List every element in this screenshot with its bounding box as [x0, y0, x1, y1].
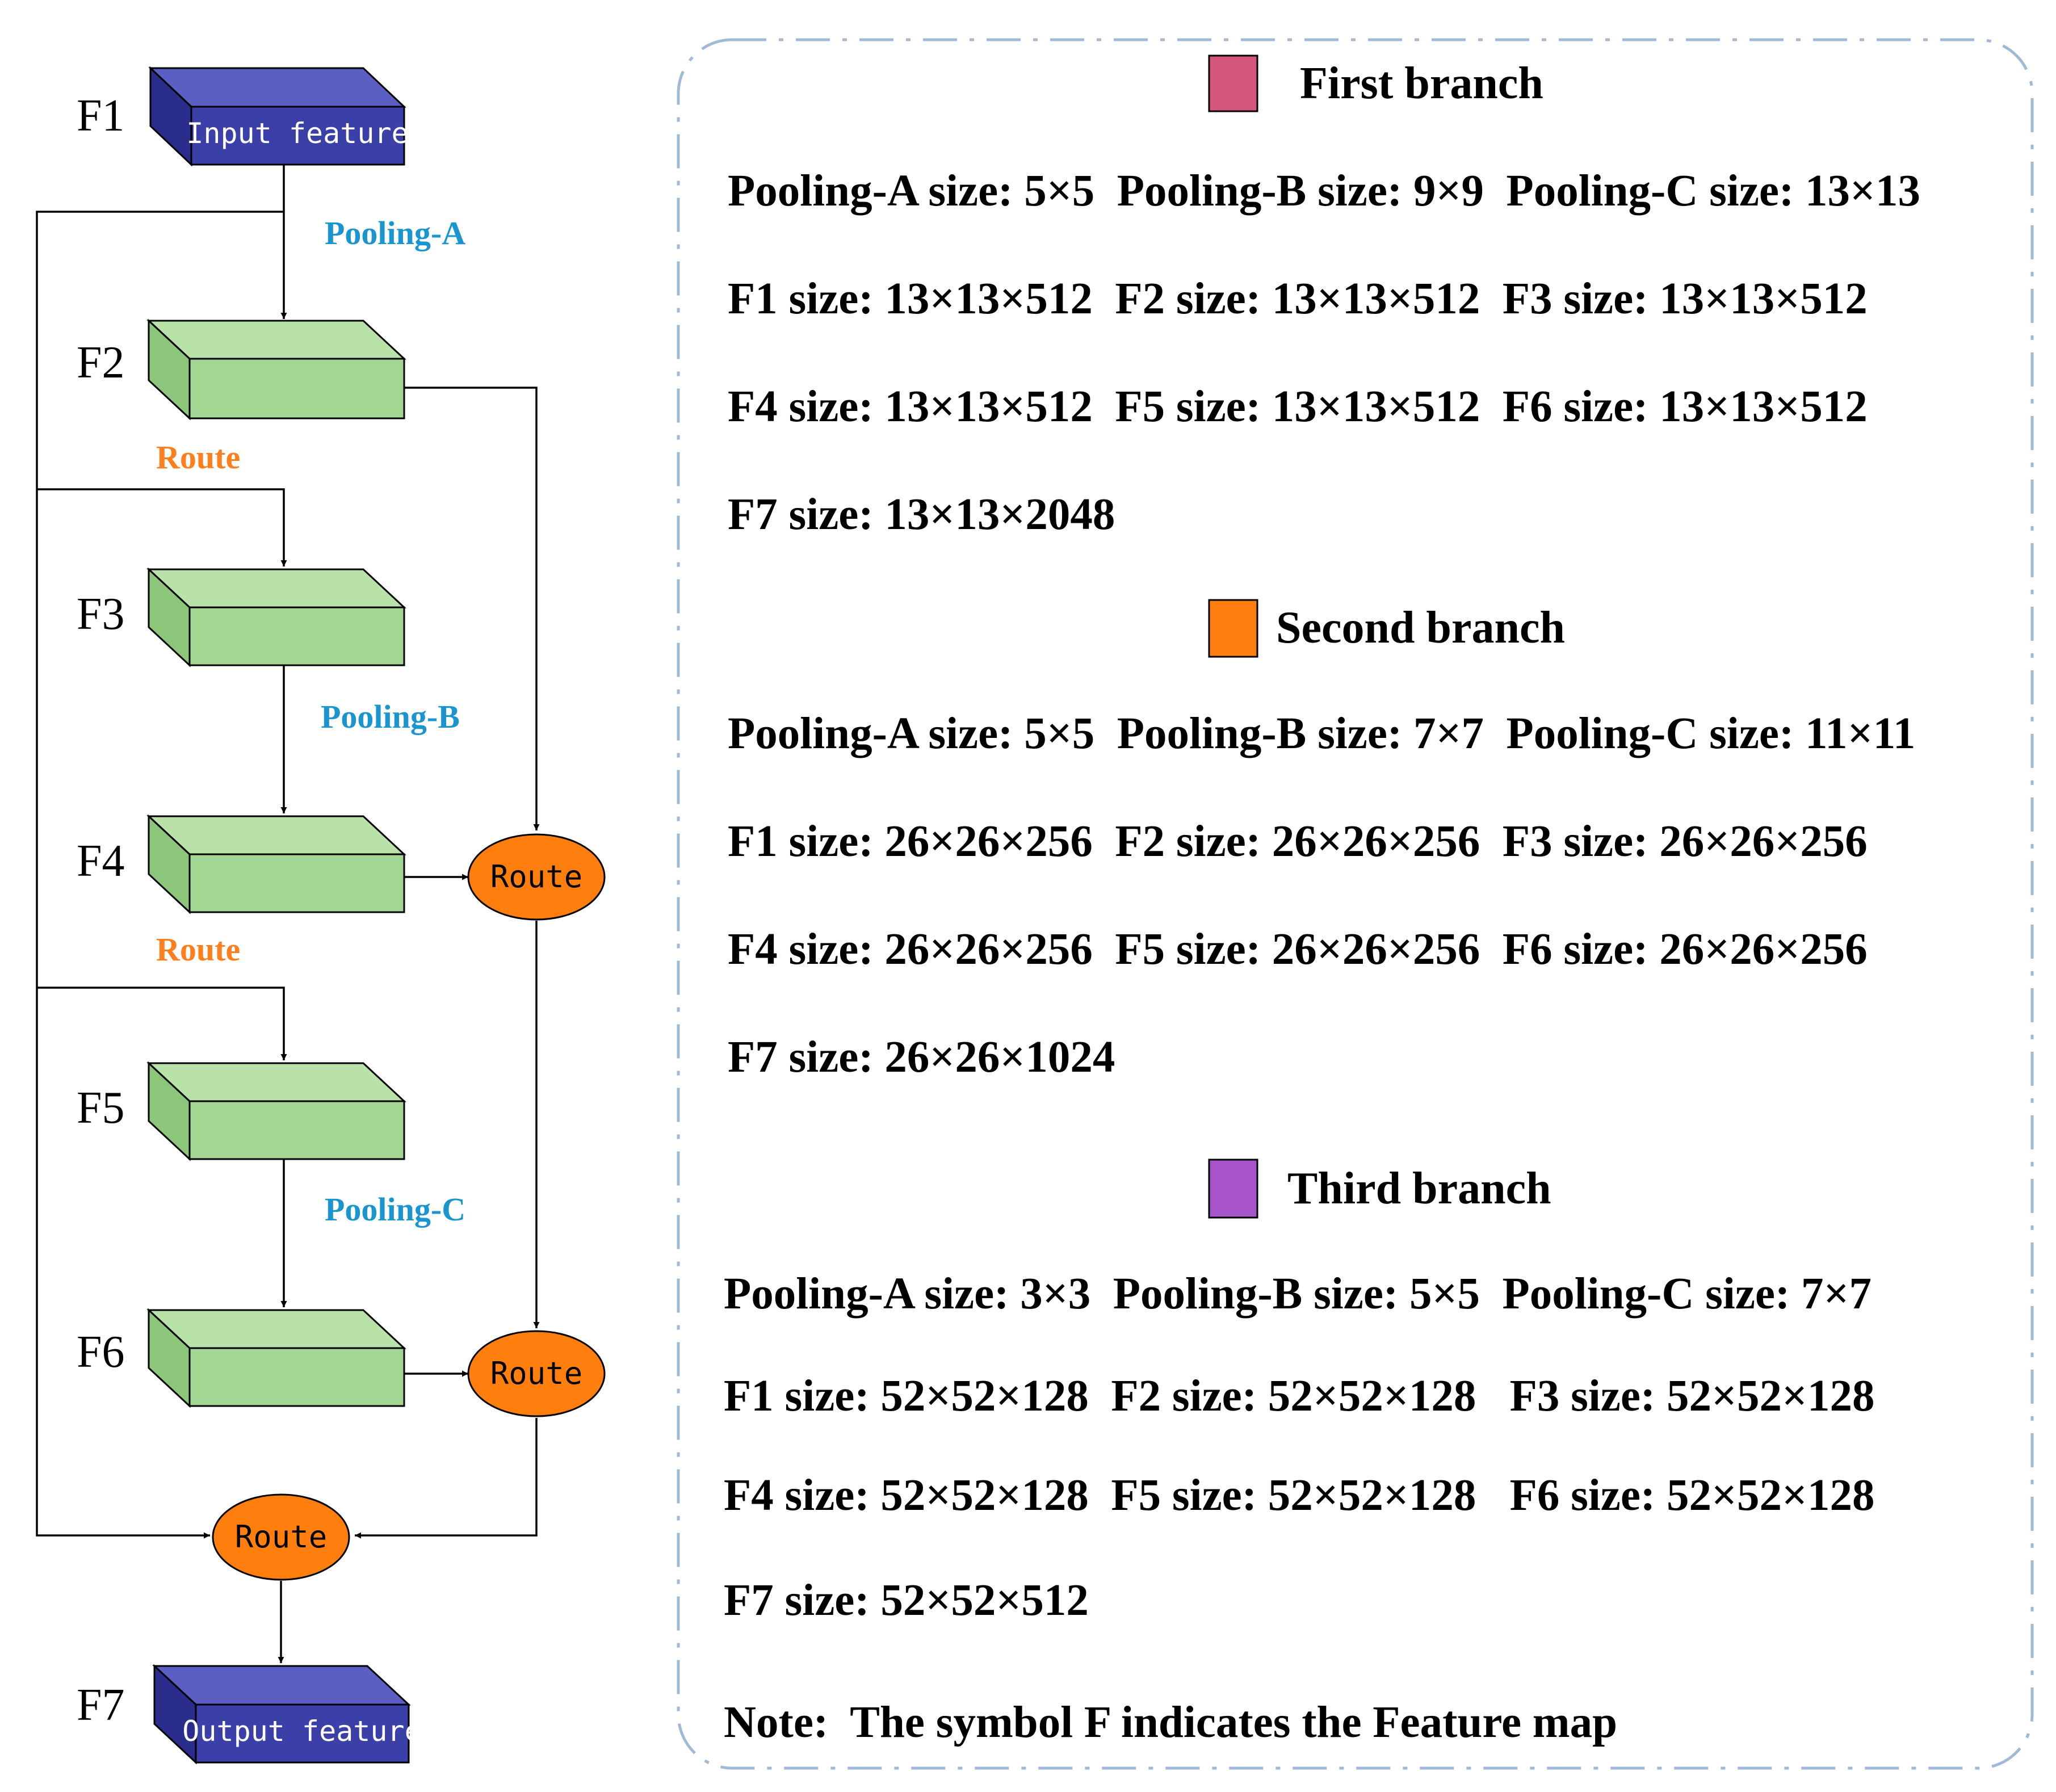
route-node-1-label: Route — [490, 859, 583, 895]
second-branch-f1-f3-sizes: F1 size: 26×26×256 F2 size: 26×26×256 F3… — [728, 817, 1868, 866]
route-node-2-label: Route — [490, 1355, 583, 1391]
second-branch-swatch — [1208, 599, 1258, 658]
label-f5: F5 — [77, 1083, 125, 1133]
label-f7: F7 — [77, 1680, 125, 1730]
second-branch-title: Second branch — [1276, 603, 1565, 653]
route-node-final-label: Route — [235, 1519, 328, 1555]
arrow-route-to-f3 — [37, 488, 287, 566]
route-label-1: Route — [156, 439, 240, 476]
third-branch-title: Third branch — [1287, 1164, 1551, 1214]
panel-border — [677, 38, 2034, 1770]
pooling-a-label: Pooling-A — [325, 215, 465, 251]
first-branch-f4-f6-sizes: F4 size: 13×13×512 F5 size: 13×13×512 F6… — [728, 382, 1868, 431]
output-feature-box: Output feature — [152, 1664, 422, 1765]
input-feature-label: Input feature — [186, 117, 408, 150]
third-branch-f7-size: F7 size: 52×52×512 — [724, 1576, 1089, 1625]
pooling-b-label: Pooling-B — [321, 698, 460, 735]
pooling-c-label: Pooling-C — [325, 1191, 465, 1228]
first-branch-swatch — [1208, 54, 1258, 112]
third-branch-pooling-sizes: Pooling-A size: 3×3 Pooling-B size: 5×5 … — [724, 1269, 1872, 1319]
label-f4: F4 — [77, 836, 125, 886]
connector-lines — [36, 165, 540, 1663]
second-branch-pooling-sizes: Pooling-A size: 5×5 Pooling-B size: 7×7 … — [728, 709, 1915, 758]
first-branch-title: First branch — [1300, 58, 1543, 108]
route-node-final: Route — [212, 1493, 350, 1581]
second-branch-f7-size: F7 size: 26×26×1024 — [728, 1033, 1115, 1082]
route-node-1: Route — [467, 833, 606, 921]
feature-map-note: Note: The symbol F indicates the Feature… — [724, 1698, 1617, 1747]
first-branch-f7-size: F7 size: 13×13×2048 — [728, 490, 1115, 539]
arrow-route-to-f5 — [37, 987, 287, 1060]
feature-box-f2 — [146, 318, 406, 421]
skip-line-f1-to-final-route — [36, 211, 284, 1539]
output-feature-label: Output feature — [182, 1715, 421, 1748]
arrow-route2-to-final-route — [355, 1418, 538, 1539]
label-f6: F6 — [77, 1327, 125, 1377]
input-feature-box: Input feature — [148, 66, 409, 167]
label-f3: F3 — [77, 589, 125, 639]
feature-box-f3 — [146, 567, 406, 668]
info-panel: First branch Pooling-A size: 5×5 Pooling… — [677, 38, 2034, 1770]
arrow-f2-to-route1 — [403, 387, 540, 830]
label-f2: F2 — [77, 338, 125, 388]
label-f1: F1 — [77, 91, 125, 141]
third-branch-f4-f6-sizes: F4 size: 52×52×128 F5 size: 52×52×128 F6… — [724, 1471, 1875, 1520]
second-branch-f4-f6-sizes: F4 size: 26×26×256 F5 size: 26×26×256 F6… — [728, 925, 1868, 974]
flow-diagram: Input feature — [36, 66, 606, 1765]
third-branch-swatch — [1208, 1159, 1258, 1219]
first-branch-pooling-sizes: Pooling-A size: 5×5 Pooling-B size: 9×9 … — [728, 166, 1920, 216]
third-branch-f1-f3-sizes: F1 size: 52×52×128 F2 size: 52×52×128 F3… — [724, 1371, 1875, 1421]
first-branch-f1-f3-sizes: F1 size: 13×13×512 F2 size: 13×13×512 F3… — [728, 274, 1868, 324]
route-node-2: Route — [467, 1330, 606, 1417]
feature-box-f4 — [146, 814, 406, 914]
feature-box-f6 — [146, 1308, 406, 1408]
feature-box-f5 — [146, 1061, 406, 1161]
route-label-2: Route — [156, 931, 240, 968]
